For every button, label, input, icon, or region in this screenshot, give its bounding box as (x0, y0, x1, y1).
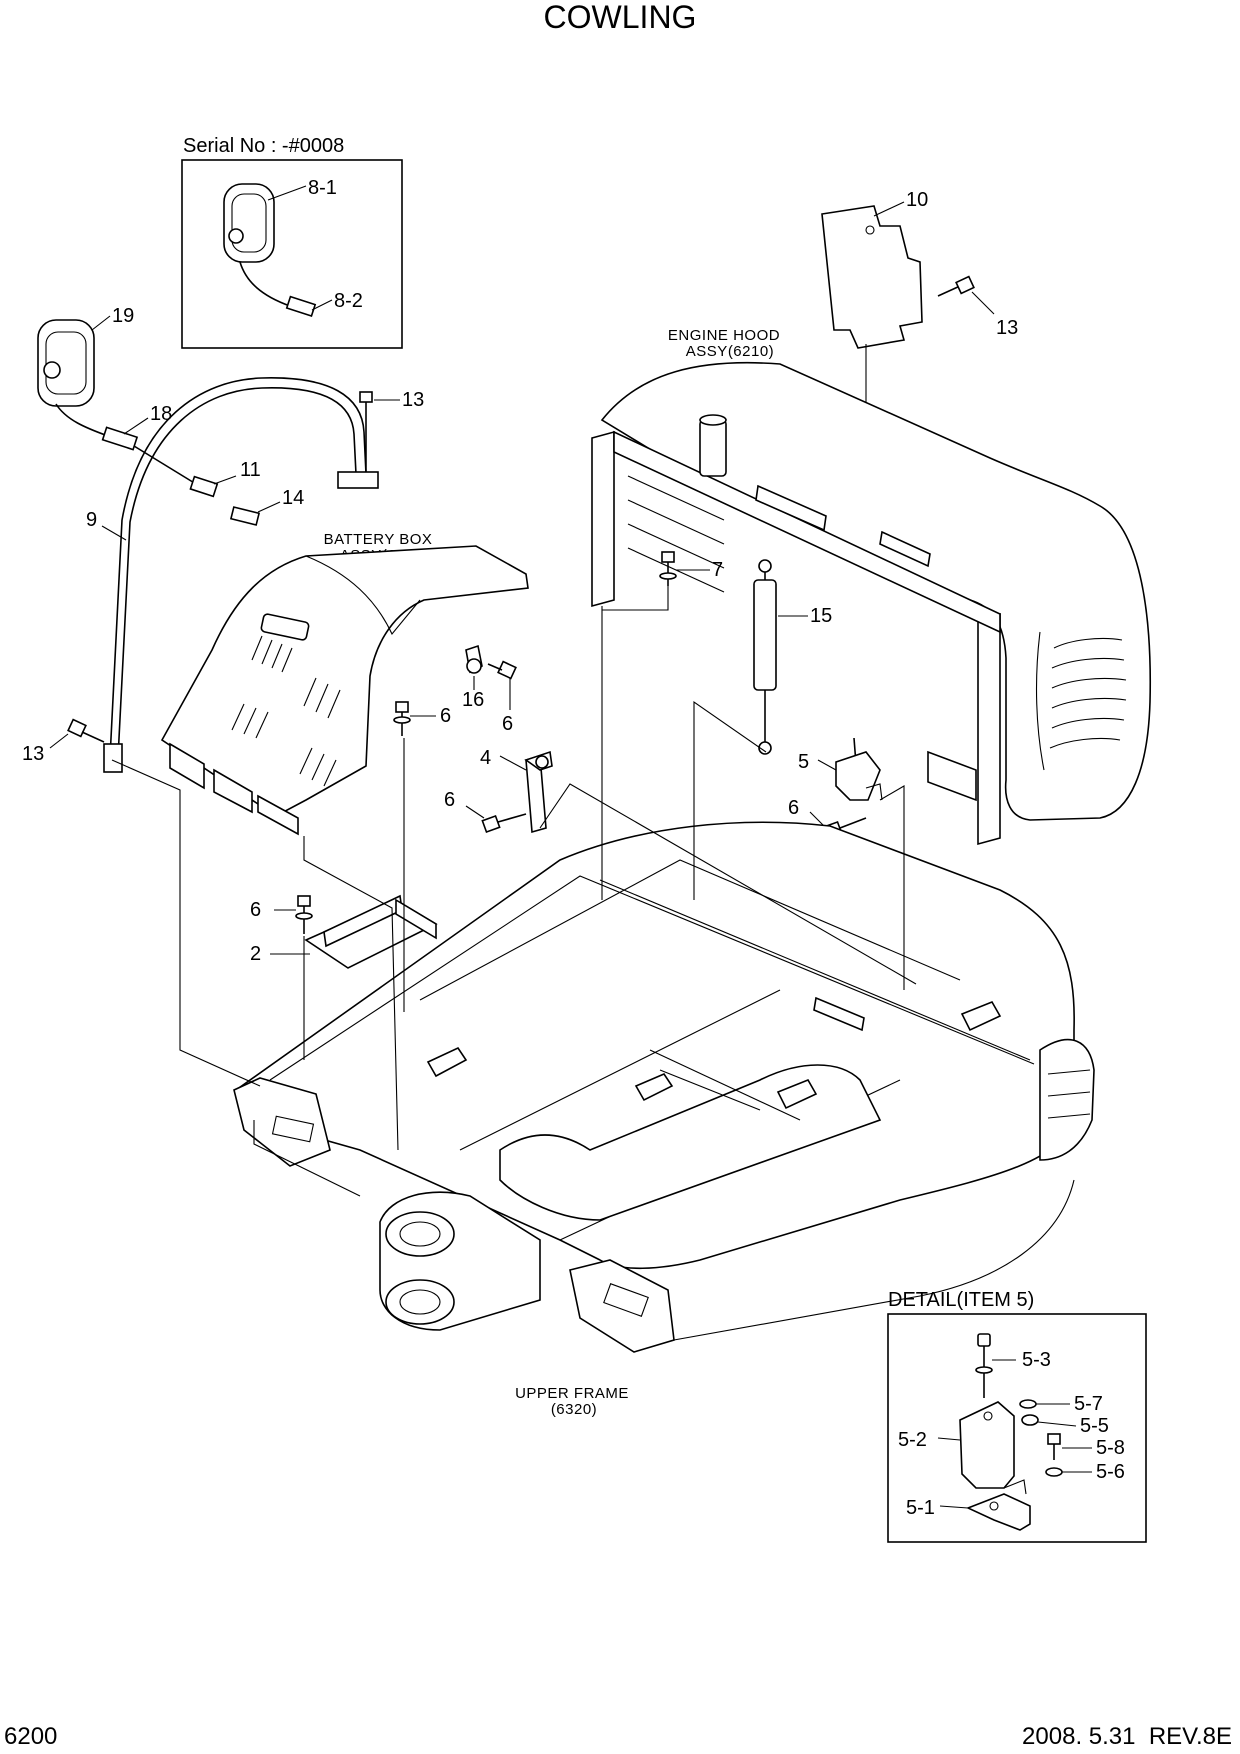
callout-6c: 6 (444, 789, 455, 811)
bracket-5 (823, 737, 883, 840)
callout-10: 10 (906, 189, 928, 211)
bracket-2 (295, 894, 438, 969)
callout-18: 18 (150, 403, 172, 425)
callout-13c: 13 (996, 317, 1018, 339)
bolt-6a (393, 701, 411, 736)
callout-5-3: 5-3 (1022, 1349, 1051, 1371)
callout-6b: 6 (502, 713, 513, 735)
callout-2: 2 (250, 943, 261, 965)
callout-5: 5 (798, 751, 809, 773)
cover-plate-10 (821, 205, 923, 349)
handrail (103, 377, 379, 773)
callout-9: 9 (86, 509, 97, 531)
bolt-13a (359, 391, 373, 472)
callout-8-1: 8-1 (308, 177, 337, 199)
engine-hood-label-2: ASSY(6210) (686, 343, 774, 360)
battery-box-cover (160, 545, 529, 836)
clip-16 (465, 644, 517, 680)
serial-inset-frame (181, 159, 403, 349)
upper-frame-label-1: UPPER FRAME (515, 1385, 629, 1402)
bolt-7 (659, 551, 677, 586)
callout-11: 11 (240, 459, 261, 481)
callout-4: 4 (480, 747, 491, 769)
work-lamp (37, 319, 261, 526)
callout-5-8: 5-8 (1096, 1437, 1125, 1459)
lamp-inset-drawing (223, 183, 317, 318)
bolt-13b (67, 718, 105, 743)
assembly-lines (111, 586, 917, 1151)
callout-16: 16 (462, 689, 484, 711)
callout-5-5: 5-5 (1080, 1415, 1109, 1437)
page-number: 6200 (4, 1723, 57, 1750)
gas-spring-15 (753, 559, 777, 755)
callout-5-1: 5-1 (906, 1497, 935, 1519)
callout-13b: 13 (22, 743, 44, 765)
callout-5-7: 5-7 (1074, 1393, 1103, 1415)
battery-box-label-1: BATTERY BOX (324, 531, 433, 548)
upper-frame (233, 821, 1095, 1353)
engine-hood-label-1: ENGINE HOOD (668, 327, 780, 344)
callout-5-2: 5-2 (898, 1429, 927, 1451)
callout-7: 7 (712, 559, 723, 581)
callout-13a: 13 (402, 389, 424, 411)
page-title: COWLING (544, 0, 697, 35)
date-revision: 2008. 5.31 REV.8E (1022, 1723, 1232, 1750)
serial-inset: Serial No : -#0008 8-1 8-2 (181, 135, 403, 349)
engine-hood (591, 361, 1152, 846)
detail-frame (887, 1313, 1147, 1543)
detail-bracket-drawing (959, 1333, 1063, 1531)
upper-frame-label-2: (6320) (551, 1401, 597, 1418)
bolt-13c (937, 275, 975, 297)
callout-15: 15 (810, 605, 832, 627)
callout-8-2: 8-2 (334, 290, 363, 312)
serial-label: Serial No : -#0008 (183, 135, 344, 157)
bracket-4 (481, 750, 553, 834)
callout-6d: 6 (788, 797, 799, 819)
detail-label: DETAIL(ITEM 5) (888, 1289, 1034, 1311)
callout-19: 19 (112, 305, 134, 327)
callout-6e: 6 (250, 899, 261, 921)
callout-5-6: 5-6 (1096, 1461, 1125, 1483)
callout-6a: 6 (440, 705, 451, 727)
callout-14: 14 (282, 487, 304, 509)
